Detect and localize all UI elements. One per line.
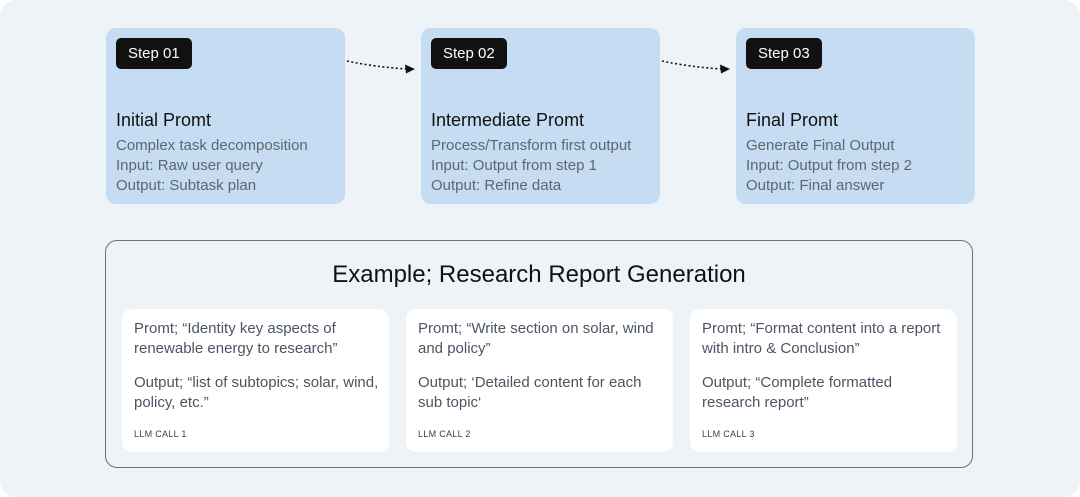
card-call-label: LLM CALL 2 (418, 429, 471, 439)
step-line: Process/Transform first output (431, 137, 632, 154)
step-box-3: Step 03 Final Promt Generate Final Outpu… (736, 28, 975, 204)
step-details-2: Process/Transform first output Input: Ou… (431, 136, 631, 196)
arrow-head (405, 64, 415, 74)
step-line: Input: Output from step 1 (431, 157, 597, 174)
step-badge-3: Step 03 (746, 38, 822, 69)
step-badge-2: Step 02 (431, 38, 507, 69)
arrow-head (720, 64, 730, 74)
card-call-label: LLM CALL 3 (702, 429, 755, 439)
step-line: Input: Output from step 2 (746, 157, 912, 174)
step-line: Output: Final answer (746, 177, 885, 194)
llm-call-card-2: Promt; “Write section on solar, wind and… (406, 309, 673, 452)
step-box-2: Step 02 Intermediate Promt Process/Trans… (421, 28, 660, 204)
example-panel: Example; Research Report Generation Prom… (105, 240, 973, 468)
card-prompt: Promt; “Write section on solar, wind and… (418, 320, 654, 357)
step-title-3: Final Promt (746, 110, 839, 130)
arrow-step2-to-step3 (661, 60, 730, 74)
step-details-3: Generate Final Output Input: Output from… (746, 136, 912, 196)
card-prompt: Promt; “Identity key aspects of renewabl… (134, 320, 338, 357)
card-output: Output; ‘Detailed content for each sub t… (418, 374, 642, 411)
card-output: Output; “Complete formatted research rep… (702, 374, 893, 411)
step-line: Complex task decomposition (116, 137, 308, 154)
arrow-path (661, 60, 723, 70)
card-call-label: LLM CALL 1 (134, 429, 187, 439)
step-line: Output: Refine data (431, 177, 562, 194)
step-box-1: Step 01 Initial Promt Complex task decom… (106, 28, 345, 204)
step-line: Output: Subtask plan (116, 177, 257, 194)
llm-call-card-3: Promt; “Format content into a report wit… (690, 309, 957, 452)
arrow-path (346, 60, 408, 70)
step-details-1: Complex task decomposition Input: Raw us… (116, 136, 308, 196)
step-line: Generate Final Output (746, 137, 895, 154)
llm-call-card-1: Promt; “Identity key aspects of renewabl… (122, 309, 389, 452)
card-output: Output; “list of subtopics; solar, wind,… (134, 374, 379, 411)
arrow-step1-to-step2 (346, 60, 415, 74)
example-heading: Example; Research Report Generation (332, 261, 746, 288)
step-title-1: Initial Promt (116, 110, 212, 130)
step-line: Input: Raw user query (116, 157, 263, 174)
step-title-2: Intermediate Promt (431, 110, 585, 130)
step-badge-1: Step 01 (116, 38, 192, 69)
card-prompt: Promt; “Format content into a report wit… (702, 320, 941, 357)
